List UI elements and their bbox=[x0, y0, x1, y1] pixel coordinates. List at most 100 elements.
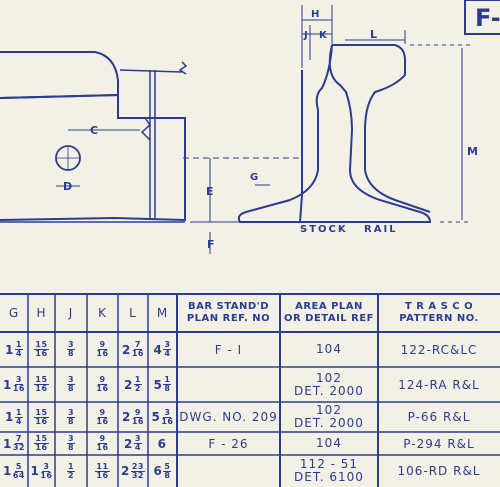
header-trasco-line1: T R A S C O bbox=[404, 301, 474, 312]
denominator: 4 bbox=[134, 443, 141, 452]
header-bar-stand-line2: PLAN REF. NO bbox=[186, 313, 271, 324]
whole-part: 4 bbox=[153, 342, 163, 357]
whole-part: 2 bbox=[122, 342, 131, 357]
header-k: K bbox=[98, 306, 107, 320]
switch-rail-base bbox=[0, 93, 186, 222]
whole-part: 1 bbox=[3, 464, 12, 478]
corner-label: F- bbox=[475, 4, 500, 32]
dim-label-l: L bbox=[370, 28, 377, 41]
denominator: 16 bbox=[161, 416, 174, 426]
area-plan-number: 112 - 51 bbox=[299, 457, 359, 471]
dim-label-c: C bbox=[90, 124, 98, 137]
numerator: 15 bbox=[34, 340, 49, 350]
whole-part: 2 bbox=[124, 377, 133, 392]
numerator: 15 bbox=[34, 434, 49, 444]
denominator: 8 bbox=[67, 443, 75, 452]
whole-part: 1 bbox=[3, 377, 12, 392]
detail-ref: DET. 6100 bbox=[294, 470, 364, 484]
header-bar-stand: BAR STAND'D PLAN REF. NO bbox=[177, 294, 280, 332]
cell-bar-stand-ref: DWG. NO. 209 bbox=[179, 410, 278, 424]
area-plan-number: 104 bbox=[316, 436, 342, 450]
numerator: 11 bbox=[95, 461, 110, 472]
numerator: 3 bbox=[66, 407, 76, 418]
header-m: M bbox=[156, 306, 169, 320]
whole-part: 5 bbox=[153, 377, 163, 392]
denominator: 4 bbox=[164, 349, 171, 358]
numerator: 3 bbox=[133, 434, 142, 444]
numerator: 9 bbox=[133, 407, 142, 418]
header-trasco-line2: PATTERN NO. bbox=[399, 313, 479, 324]
dim-label-f: F bbox=[207, 238, 215, 251]
stock-rail-label: STOCK RAIL bbox=[300, 224, 398, 235]
dimensions-table: G H J K L M BAR STAND'D PLAN REF. NO ARE… bbox=[0, 292, 500, 487]
numerator: 1 bbox=[14, 340, 23, 350]
denominator: 8 bbox=[67, 416, 75, 426]
cell-bar-stand-ref bbox=[177, 367, 280, 402]
cell-bar-stand-ref: F - I bbox=[214, 342, 243, 357]
header-area-plan: AREA PLAN OR DETAIL REF bbox=[280, 294, 378, 332]
numerator: 3 bbox=[14, 375, 23, 385]
area-plan-number: 102 bbox=[316, 403, 342, 417]
numerator: 3 bbox=[66, 340, 76, 350]
denominator: 16 bbox=[131, 349, 144, 358]
whole-part: 1 bbox=[30, 464, 40, 478]
header-trasco: T R A S C O PATTERN NO. bbox=[378, 294, 500, 332]
header-area-plan-line2: OR DETAIL REF bbox=[283, 313, 375, 324]
numerator: 1 bbox=[14, 407, 23, 418]
denominator: 16 bbox=[35, 416, 48, 426]
denominator: 8 bbox=[164, 384, 171, 393]
cell-area-plan-ref: 104 bbox=[280, 332, 378, 367]
numerator: 3 bbox=[42, 461, 51, 472]
cell-trasco-pattern: P-66 R&L bbox=[407, 410, 471, 424]
numerator: 7 bbox=[14, 434, 23, 444]
numerator: 3 bbox=[163, 407, 172, 418]
numerator: 7 bbox=[133, 340, 142, 350]
denominator: 16 bbox=[96, 470, 109, 480]
header-g: G bbox=[8, 306, 20, 320]
denominator: 16 bbox=[35, 443, 48, 452]
switch-rail-outline bbox=[0, 51, 119, 99]
whole-part: 1 bbox=[5, 342, 14, 357]
numerator: 5 bbox=[163, 461, 172, 472]
numerator: 3 bbox=[163, 340, 172, 350]
denominator: 16 bbox=[35, 384, 48, 393]
cell-bar-stand-ref: F - 26 bbox=[208, 436, 249, 451]
denominator: 4 bbox=[15, 349, 22, 358]
whole-part: 1 bbox=[3, 436, 12, 451]
dim-label-e: E bbox=[206, 185, 214, 198]
denominator: 8 bbox=[67, 349, 75, 358]
denominator: 4 bbox=[15, 416, 22, 426]
numerator: 3 bbox=[66, 375, 76, 385]
denominator: 16 bbox=[12, 384, 25, 393]
